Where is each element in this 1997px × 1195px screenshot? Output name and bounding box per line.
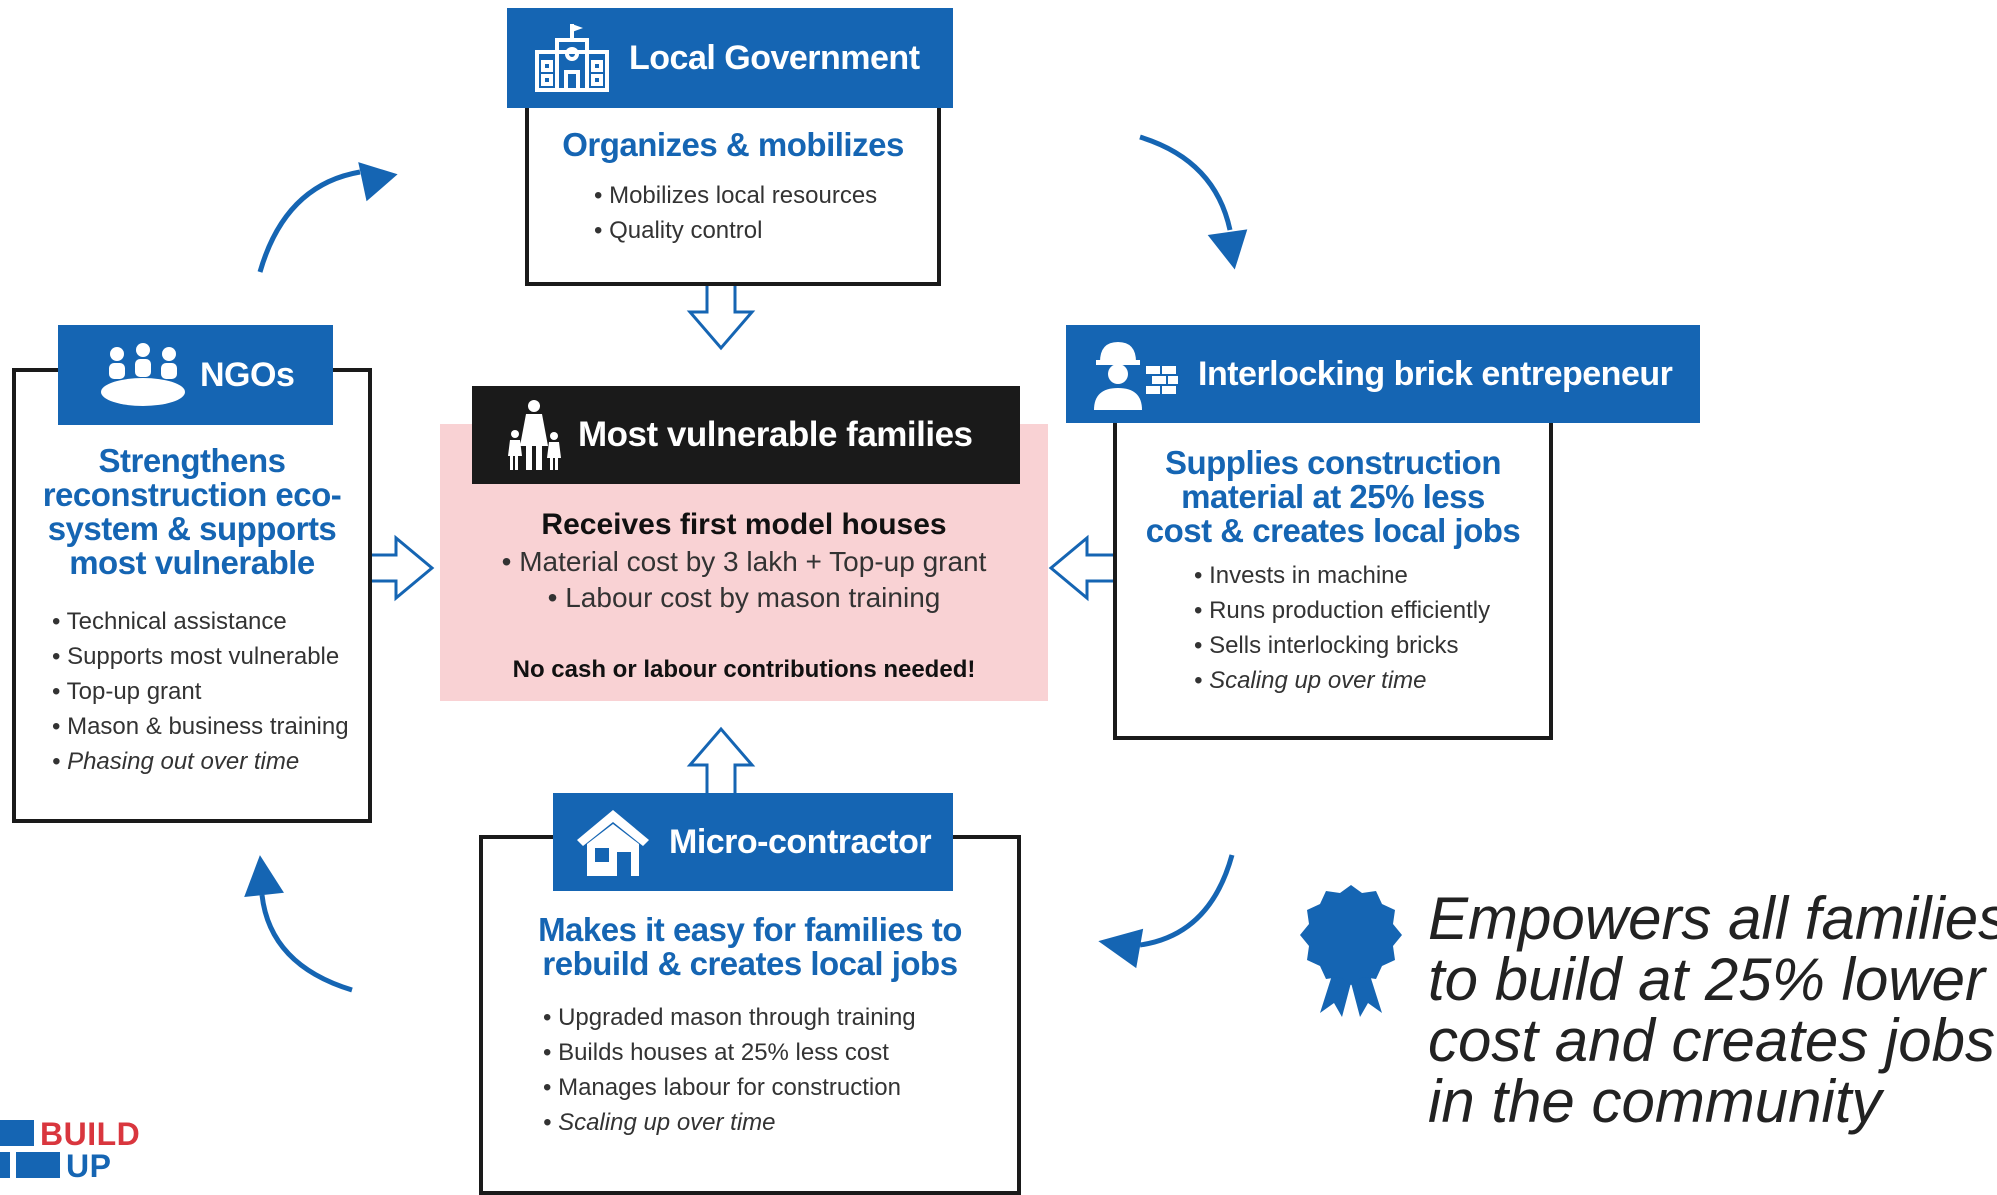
build-up-logo: BUILD UP — [0, 1116, 160, 1184]
logo-text-build: BUILD — [40, 1116, 141, 1152]
brick-entrepreneur-bullets: Invests in machine Runs production effic… — [1194, 558, 1490, 698]
families-title: Most vulnerable families — [578, 415, 973, 454]
cycle-arrow-ngo-to-gov — [257, 169, 361, 273]
brick-entrepreneur-header: Interlocking brick entrepeneur — [1066, 325, 1700, 423]
list-item: Quality control — [594, 213, 877, 248]
ngos-bullets: Technical assistance Supports most vulne… — [52, 604, 349, 779]
logo-bar-bottom-left — [0, 1152, 10, 1178]
families-header: Most vulnerable families — [472, 386, 1020, 484]
list-item: Builds houses at 25% less cost — [543, 1035, 916, 1070]
empowerment-statement: Empowers all families to build at 25% lo… — [1428, 885, 1997, 1135]
list-item: Top-up grant — [52, 674, 349, 709]
list-item: Mason & business training — [52, 709, 348, 744]
local-government-subtitle: Organizes & mobilizes — [562, 126, 904, 163]
logo-text-up: UP — [66, 1148, 112, 1184]
list-item: Phasing out over time — [52, 744, 349, 779]
families-subtitle: Receives first model houses — [541, 508, 947, 541]
list-item: Scaling up over time — [1194, 663, 1490, 698]
local-government-title: Local Government — [629, 38, 920, 77]
ngos-header: NGOs — [58, 325, 333, 425]
list-item: Scaling up over time — [543, 1105, 916, 1140]
list-item: Invests in machine — [1194, 558, 1490, 593]
logo-bar-top — [0, 1120, 34, 1146]
award-badge-icon — [1300, 885, 1402, 1017]
ngos-title: NGOs — [200, 355, 295, 394]
house-icon — [577, 810, 649, 876]
list-item: Runs production efficiently — [1194, 593, 1490, 628]
brick-entrepreneur-subtitle: Supplies construction material at 25% le… — [1145, 444, 1521, 549]
families-note: No cash or labour contributions needed! — [512, 656, 976, 683]
list-item: Upgraded mason through training — [543, 1000, 916, 1035]
cycle-arrow-brick-to-contractor — [1139, 854, 1235, 948]
local-government-header: Local Government — [507, 8, 953, 108]
brick-entrepreneur-title: Interlocking brick entrepeneur — [1198, 354, 1673, 393]
people-icon — [101, 343, 185, 406]
family-icon — [508, 400, 561, 470]
cycle-arrow-contractor-to-ngo — [259, 894, 353, 993]
list-item: Supports most vulnerable — [52, 639, 349, 674]
micro-contractor-title: Micro-contractor — [669, 822, 932, 861]
families-bullet-2: • Labour cost by mason training — [547, 582, 941, 613]
building-icon — [535, 24, 609, 92]
cycle-arrow-gov-to-brick — [1139, 134, 1233, 231]
local-government-bullets: Mobilizes local resources Quality contro… — [594, 178, 877, 248]
list-item: Mobilizes local resources — [594, 178, 877, 213]
list-item: Sells interlocking bricks — [1194, 628, 1490, 663]
worker-bricks-icon — [1094, 342, 1178, 410]
list-item: Technical assistance — [52, 604, 349, 639]
micro-contractor-bullets: Upgraded mason through training Builds h… — [543, 1000, 916, 1140]
list-item: Manages labour for construction — [543, 1070, 916, 1105]
micro-contractor-header: Micro-contractor — [553, 793, 953, 891]
ngos-subtitle: Strengthens reconstruction eco- system &… — [42, 442, 342, 581]
families-bullet-1: • Material cost by 3 lakh + Top-up grant — [501, 546, 987, 577]
micro-contractor-subtitle: Makes it easy for families to rebuild & … — [538, 911, 962, 982]
logo-bar-bottom-right — [16, 1152, 60, 1178]
